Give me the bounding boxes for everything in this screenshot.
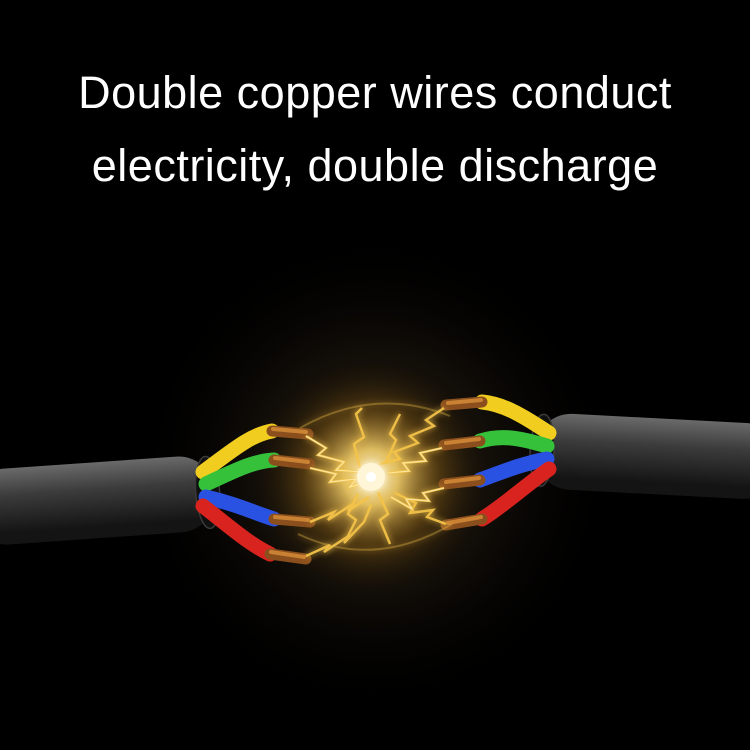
- lightning-bolt-bright: [387, 447, 443, 474]
- right-cable-sheath: [534, 413, 750, 499]
- lightning-bolt-bright: [309, 467, 372, 488]
- spark-core-center: [366, 472, 376, 482]
- arc-halo-top: [299, 402, 451, 429]
- lightning-bolt: [344, 493, 360, 541]
- lightning-bolt-bright: [390, 487, 445, 511]
- headline: Double copper wires conduct electricity,…: [0, 56, 750, 202]
- lightning-bolt: [305, 504, 373, 558]
- right-wire-blue: [472, 451, 555, 488]
- headline-line-2: electricity, double discharge: [91, 140, 659, 191]
- left-cable-sheath: [0, 456, 215, 545]
- left-wire-green: [198, 452, 282, 492]
- right-copper-tip-yellow-strand: [446, 398, 483, 405]
- lightning-bolt: [394, 491, 447, 526]
- left-wire-yellow: [195, 423, 280, 480]
- arc-halo-bottom: [297, 523, 453, 551]
- lightning-bolt: [379, 407, 445, 466]
- right-wire-green: [472, 430, 555, 454]
- right-copper-tip-blue-strand: [444, 476, 481, 484]
- right-wire-red: [474, 461, 557, 527]
- left-copper-tip-green-strand: [273, 456, 310, 464]
- electric-arc-bright: [305, 435, 445, 511]
- left-wire-blue: [198, 489, 282, 527]
- lightning-bolt: [376, 491, 392, 545]
- left-cable: [0, 423, 316, 565]
- lightning-bolt: [384, 413, 402, 463]
- right-cable: [438, 394, 750, 531]
- headline-line-1: Double copper wires conduct: [78, 67, 672, 118]
- left-copper-tip-blue-strand: [273, 515, 310, 522]
- lightning-bolt: [352, 407, 366, 469]
- lightning-bolt-bright: [305, 435, 363, 473]
- right-copper-tip-red-strand: [446, 515, 483, 525]
- left-wire-red: [195, 498, 278, 562]
- left-copper-tip-red-strand: [269, 550, 306, 559]
- left-copper-tip-yellow-strand: [271, 427, 308, 434]
- right-wire-yellow: [474, 394, 557, 441]
- right-copper-tip-green-strand: [444, 437, 481, 445]
